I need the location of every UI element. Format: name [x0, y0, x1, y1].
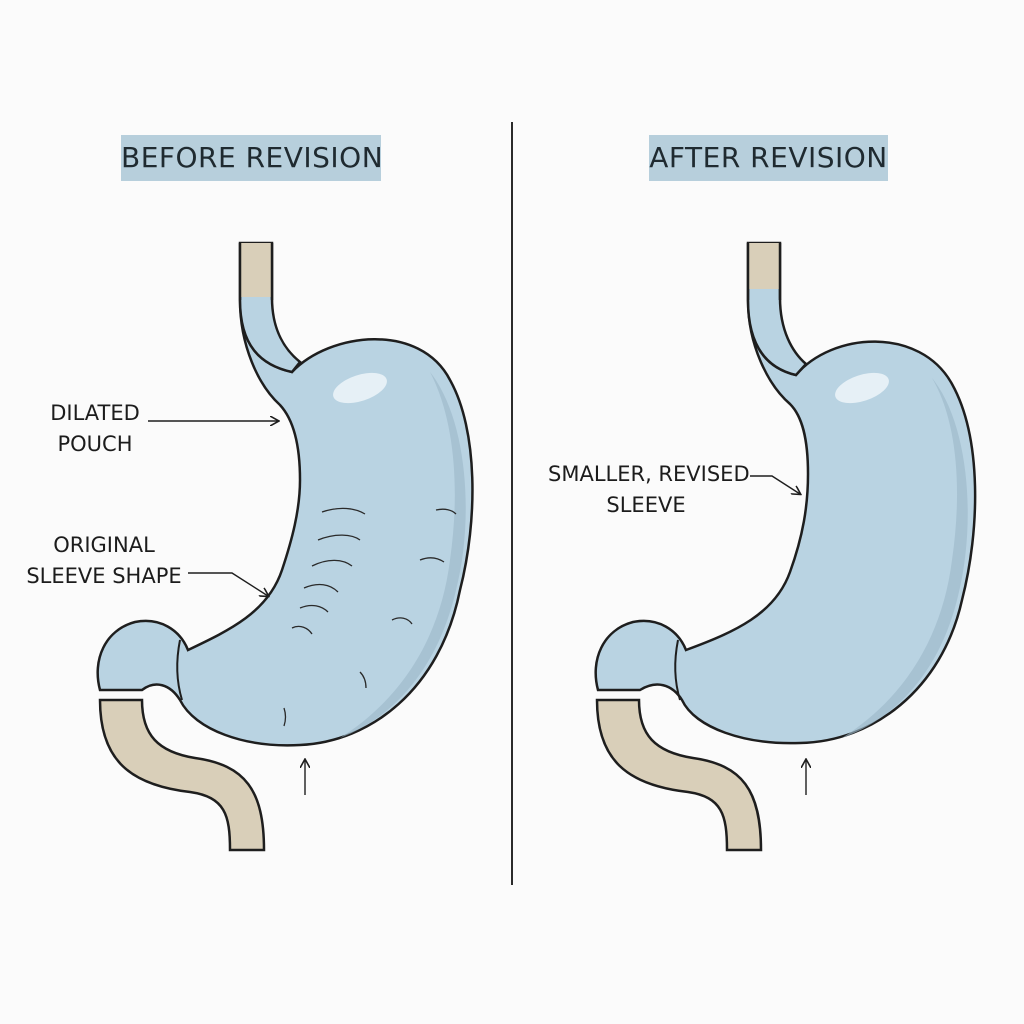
- before-duodenum: [98, 698, 266, 852]
- after-stomach-diagram: [594, 241, 977, 852]
- before-stomach-shade: [340, 372, 466, 738]
- original-sleeve-label-line1: ORIGINAL: [53, 533, 155, 557]
- before-revision-title: BEFORE REVISION: [121, 135, 383, 181]
- original-sleeve-label: ORIGINAL SLEEVE SHAPE: [26, 530, 182, 592]
- after-duodenum: [595, 698, 763, 852]
- before-wrinkle-marks: [283, 507, 457, 727]
- after-esophagus-upper: [749, 243, 779, 289]
- after-stomach-shade: [842, 378, 968, 738]
- dilated-pouch-label: DILATED POUCH: [40, 398, 150, 460]
- panel-divider: [511, 122, 513, 885]
- smaller-sleeve-arrow: [750, 475, 800, 494]
- dilated-pouch-label-line1: DILATED: [50, 401, 140, 425]
- smaller-revised-sleeve-label: SMALLER, REVISED SLEEVE: [548, 459, 750, 521]
- before-stomach-body: [96, 299, 474, 747]
- after-stomach-body: [594, 299, 977, 745]
- after-revision-title: AFTER REVISION: [649, 135, 888, 181]
- smaller-revised-sleeve-label-line2: SLEEVE: [606, 493, 686, 517]
- before-stomach-diagram: [96, 241, 474, 852]
- original-sleeve-label-line2: SLEEVE SHAPE: [26, 564, 182, 588]
- before-stomach-highlight: [333, 372, 387, 404]
- original-sleeve-arrow: [188, 572, 268, 596]
- before-esophagus-upper: [241, 243, 271, 297]
- dilated-pouch-label-line2: POUCH: [57, 432, 133, 456]
- after-stomach-highlight: [835, 372, 889, 404]
- smaller-revised-sleeve-label-line1: SMALLER, REVISED: [548, 462, 750, 486]
